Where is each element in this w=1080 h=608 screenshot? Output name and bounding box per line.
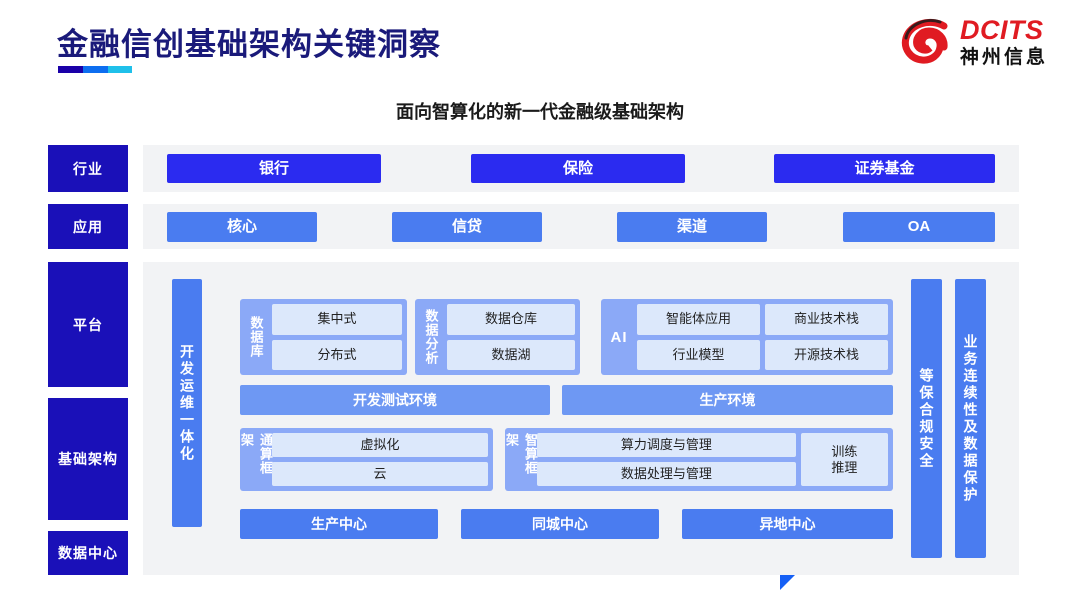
vertical-bar-business-continuity: 业务连续性及数据保护 bbox=[955, 279, 986, 558]
datacenter-chip-remote: 异地中心 bbox=[682, 509, 893, 539]
logo-wordmark: DCITS bbox=[959, 15, 1044, 45]
platform-infrastructure-panel: 开发运维一体化 等保合规安全 业务连续性及数据保护 数据库 集中式 分布式 数据… bbox=[143, 262, 1019, 575]
group-intelligent-compute-framework: 智算框架 算力调度与管理 数据处理与管理 训练 推理 bbox=[504, 428, 893, 491]
group-general-compute-framework: 通算框架 虚拟化 云 bbox=[239, 428, 493, 491]
group-label-ai: AI bbox=[610, 328, 628, 346]
header: 金融信创基础架构关键洞察 DCITS 神州信息 bbox=[0, 0, 1080, 92]
dcits-swirl-logo-icon bbox=[900, 16, 952, 68]
logo-chinese-name: 神州信息 bbox=[959, 47, 1048, 68]
tile-virtualization: 虚拟化 bbox=[272, 433, 488, 457]
title-accent-bar bbox=[58, 66, 132, 73]
application-chip-core: 核心 bbox=[167, 212, 317, 242]
rail-item-datacenter: 数据中心 bbox=[48, 531, 128, 575]
group-label-intelligent-compute: 智算框架 bbox=[504, 433, 538, 475]
industry-chip-insurance: 保险 bbox=[471, 154, 685, 183]
env-bar-dev-test: 开发测试环境 bbox=[240, 385, 550, 415]
tile-data-lake: 数据湖 bbox=[447, 339, 575, 370]
application-panel: 核心 信贷 渠道 OA bbox=[143, 204, 1019, 249]
group-label-general-compute: 通算框架 bbox=[239, 433, 273, 475]
tile-commercial-tech-stack: 商业技术栈 bbox=[765, 304, 888, 335]
rail-item-platform: 平台 bbox=[48, 262, 128, 387]
env-bar-production: 生产环境 bbox=[562, 385, 893, 415]
tile-distributed: 分布式 bbox=[272, 339, 402, 370]
datacenter-chip-same-city: 同城中心 bbox=[461, 509, 659, 539]
group-ai: AI 智能体应用 行业模型 商业技术栈 开源技术栈 bbox=[601, 299, 893, 375]
industry-panel: 银行 保险 证券基金 bbox=[143, 145, 1019, 192]
application-chip-credit: 信贷 bbox=[392, 212, 542, 242]
industry-chip-bank: 银行 bbox=[167, 154, 381, 183]
group-database: 数据库 集中式 分布式 bbox=[240, 299, 407, 375]
group-label-data-analysis: 数据分析 bbox=[423, 309, 439, 365]
diagram-subtitle: 面向智算化的新一代金融级基础架构 bbox=[396, 102, 684, 122]
application-chip-oa: OA bbox=[843, 212, 995, 242]
rail-item-infrastructure: 基础架构 bbox=[48, 398, 128, 520]
tile-compute-scheduling: 算力调度与管理 bbox=[537, 433, 796, 457]
tile-data-processing: 数据处理与管理 bbox=[537, 462, 796, 486]
application-chip-channel: 渠道 bbox=[617, 212, 767, 242]
group-data-analysis: 数据分析 数据仓库 数据湖 bbox=[415, 299, 580, 375]
tile-industry-model: 行业模型 bbox=[637, 339, 760, 370]
vertical-bar-devops: 开发运维一体化 bbox=[172, 279, 202, 527]
tile-cloud: 云 bbox=[272, 462, 488, 486]
page-title: 金融信创基础架构关键洞察 bbox=[57, 27, 441, 62]
tile-data-warehouse: 数据仓库 bbox=[447, 304, 575, 335]
industry-chip-securities-fund: 证券基金 bbox=[774, 154, 995, 183]
tile-opensource-tech-stack: 开源技术栈 bbox=[765, 339, 888, 370]
tile-agent-application: 智能体应用 bbox=[637, 304, 760, 335]
brand-logo: DCITS 神州信息 bbox=[900, 16, 1048, 68]
tile-training-inference: 训练 推理 bbox=[800, 433, 889, 486]
rail-item-industry: 行业 bbox=[48, 145, 128, 192]
tile-centralized: 集中式 bbox=[272, 304, 402, 335]
rail-item-application: 应用 bbox=[48, 204, 128, 249]
vertical-bar-security-compliance: 等保合规安全 bbox=[911, 279, 942, 558]
datacenter-chip-production: 生产中心 bbox=[240, 509, 438, 539]
group-label-database: 数据库 bbox=[248, 316, 264, 358]
